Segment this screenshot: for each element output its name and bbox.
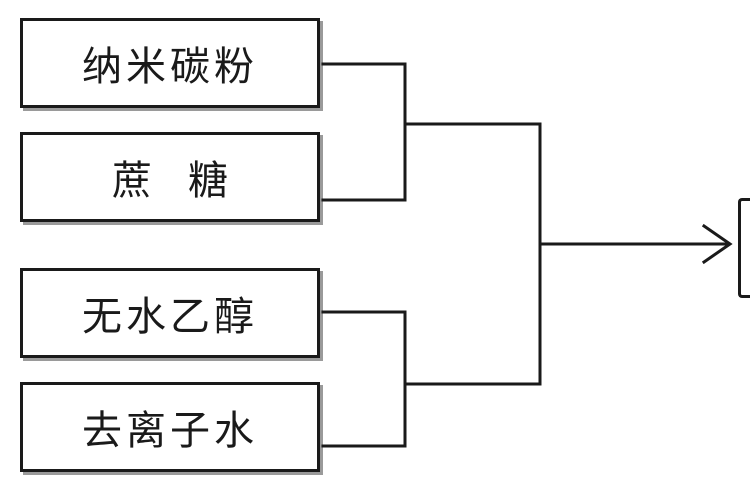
arrow-head <box>701 223 733 265</box>
input-label: 纳米碳粉 <box>82 44 258 90</box>
input-label: 蔗糖 <box>112 158 264 204</box>
bracket-top-pair <box>321 62 407 202</box>
input-box-sucrose: 蔗糖 <box>20 132 320 222</box>
input-label: 无水乙醇 <box>82 294 258 340</box>
output-box <box>738 198 750 298</box>
input-box-anhydrous-ethanol: 无水乙醇 <box>20 268 320 358</box>
bracket-bottom-pair <box>321 310 407 448</box>
input-box-deionized-water: 去离子水 <box>20 382 320 472</box>
input-label: 去离子水 <box>82 408 258 454</box>
input-box-nano-carbon-powder: 纳米碳粉 <box>20 18 320 108</box>
